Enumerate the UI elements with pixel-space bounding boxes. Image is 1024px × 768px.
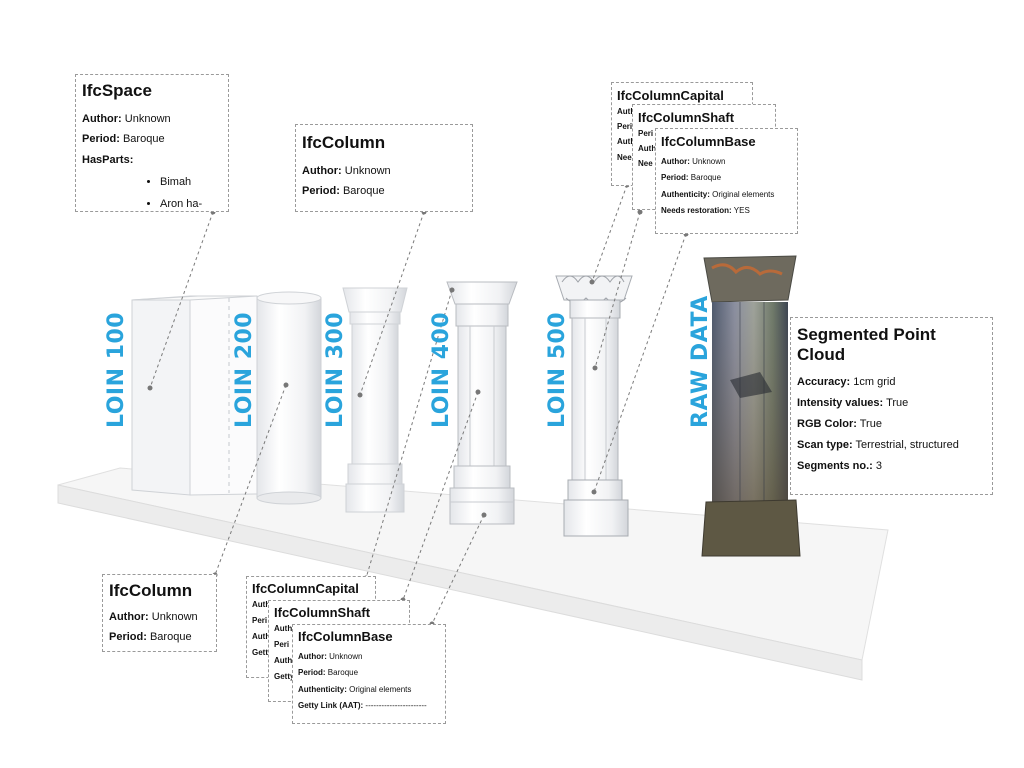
getty-link-value: -----------------------: [365, 701, 427, 711]
raw-data-label: RAW DATA: [688, 295, 713, 428]
card-title: IfcColumnShaft: [638, 110, 735, 125]
card-title: IfcColumn: [109, 581, 193, 600]
authenticity-key: Authenticity:: [298, 684, 347, 694]
period-value: Baroque: [327, 668, 359, 678]
row-key: Nee: [617, 152, 632, 162]
loin400-column: [446, 281, 518, 525]
row-key: Peri: [617, 122, 633, 132]
authenticity-key: Authenticity:: [661, 189, 710, 199]
loin200-column: [256, 291, 322, 505]
ifcspace-card: IfcSpace Author: Unknown Period: Baroque…: [75, 74, 229, 212]
period-value: Baroque: [342, 185, 385, 198]
point-cloud-card: Segmented Point Cloud Accuracy: 1cm grid…: [790, 317, 993, 495]
period-value: Baroque: [690, 173, 722, 183]
period-value: Baroque: [149, 631, 192, 644]
row-key: Getty: [252, 647, 273, 657]
getty-link-key: Getty Link (AAT):: [298, 701, 364, 711]
card-title: IfcColumnBase: [661, 134, 756, 149]
loin100-volume: [131, 295, 258, 496]
period-key: Period:: [109, 631, 147, 644]
list-item: Aron ha-: [160, 193, 222, 215]
author-value: Unknown: [344, 164, 391, 177]
loin-100-label: LOIN 100: [104, 311, 129, 428]
author-key: Author:: [302, 164, 342, 177]
card-title: IfcColumnCapital: [617, 88, 724, 103]
row-key: Auth: [252, 599, 271, 609]
row-key: Auth: [617, 106, 636, 116]
card-title: IfcColumnBase: [298, 629, 393, 644]
card-title: IfcColumnShaft: [274, 605, 371, 620]
parts-list: Bimah Aron ha-: [82, 171, 222, 215]
loin500-column: [555, 275, 633, 537]
row-key: Peri: [252, 615, 268, 625]
base-platform: [57, 467, 889, 681]
segments-value: 3: [875, 459, 882, 472]
loin-300-label: LOIN 300: [323, 311, 348, 428]
authenticity-value: Original elements: [349, 684, 412, 694]
row-key: Auth: [274, 623, 293, 633]
intensity-key: Intensity values:: [797, 396, 884, 409]
row-key: Auth: [252, 631, 271, 641]
segments-key: Segments no.:: [797, 459, 873, 472]
scan-type-key: Scan type:: [797, 438, 853, 451]
accuracy-value: 1cm grid: [853, 376, 896, 389]
author-value: Unknown: [124, 112, 171, 125]
loin-400-label: LOIN 400: [429, 311, 454, 428]
row-key: Peri: [638, 128, 654, 138]
author-key: Author:: [661, 156, 690, 166]
hasparts-key: HasParts:: [82, 154, 134, 167]
row-key: Getty: [274, 671, 295, 681]
row-key: Auth: [638, 144, 657, 154]
author-key: Author:: [109, 610, 149, 623]
ifccolumn-bottom-card: IfcColumn Author: Unknown Period: Baroqu…: [102, 574, 217, 652]
period-key: Period:: [302, 185, 340, 198]
needs-restoration-key: Needs restoration:: [661, 206, 732, 216]
card-title: IfcSpace: [82, 81, 152, 100]
period-key: Period:: [661, 173, 689, 183]
list-item: Bimah: [160, 171, 222, 193]
row-key: Peri: [274, 639, 290, 649]
column-base-card-bottom: IfcColumnBase Author: Unknown Period: Ba…: [292, 624, 446, 724]
scan-type-value: Terrestrial, structured: [855, 438, 959, 451]
author-value: Unknown: [692, 156, 726, 166]
loin300-column: [342, 287, 408, 513]
period-key: Period:: [298, 668, 326, 678]
authenticity-value: Original elements: [712, 189, 775, 199]
period-value: Baroque: [122, 133, 165, 146]
row-key: Auth: [617, 137, 636, 147]
loin-200-label: LOIN 200: [232, 311, 257, 428]
card-title: IfcColumnCapital: [252, 581, 359, 596]
author-key: Author:: [82, 112, 122, 125]
ifccolumn-top-card: IfcColumn Author: Unknown Period: Baroqu…: [295, 124, 473, 212]
rgb-color-value: True: [859, 417, 882, 430]
period-key: Period:: [82, 133, 120, 146]
accuracy-key: Accuracy:: [797, 376, 851, 389]
loin-500-label: LOIN 500: [545, 311, 570, 428]
card-title: IfcColumn: [302, 133, 386, 152]
intensity-value: True: [886, 396, 909, 409]
card-title: Segmented Point Cloud: [797, 325, 936, 364]
leader-lines: [149, 184, 687, 625]
author-value: Unknown: [329, 651, 363, 661]
author-value: Unknown: [151, 610, 198, 623]
raw-data-column: [701, 255, 801, 557]
column-base-card-top: IfcColumnBase Author: Unknown Period: Ba…: [655, 128, 798, 234]
row-key: Auth: [274, 655, 293, 665]
rgb-color-key: RGB Color:: [797, 417, 857, 430]
needs-restoration-value: YES: [733, 206, 750, 216]
author-key: Author:: [298, 651, 327, 661]
row-key: Nee: [638, 159, 653, 169]
